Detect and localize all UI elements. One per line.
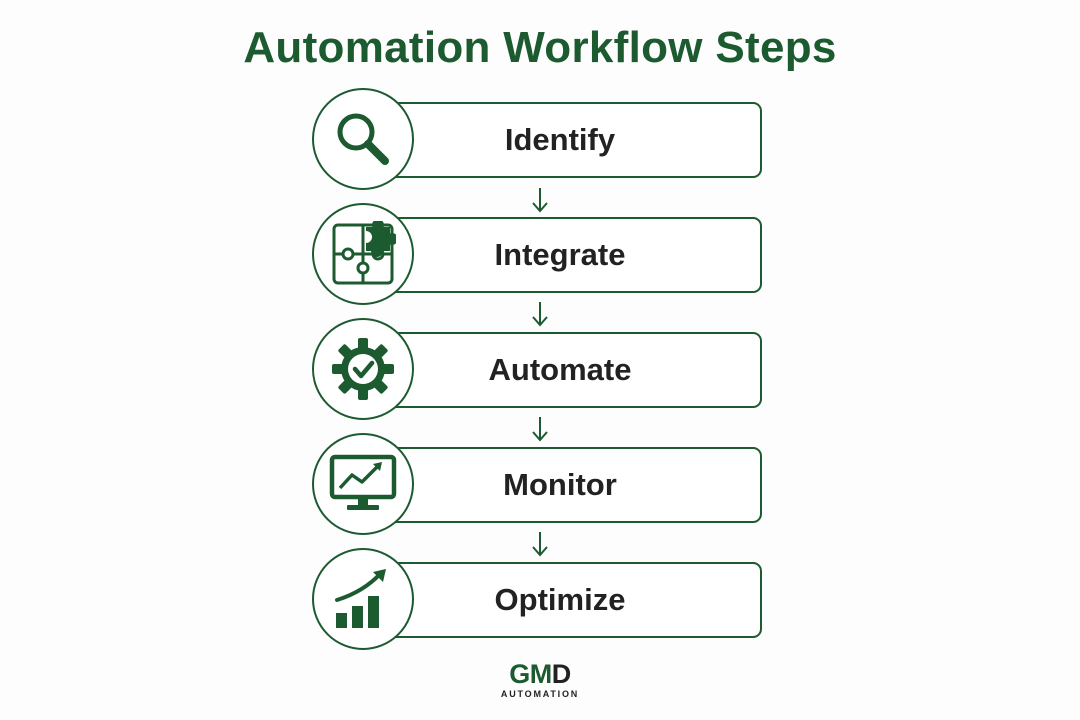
- step-monitor: Monitor: [312, 433, 762, 535]
- puzzle-pieces-icon: [332, 221, 396, 285]
- step-label: Monitor: [503, 467, 617, 502]
- step-box: Optimize: [376, 562, 762, 638]
- logo-mark: GMD: [490, 660, 590, 688]
- step-optimize: Optimize: [312, 548, 762, 650]
- gear-check-icon: [332, 338, 394, 400]
- step-icon-circle: [312, 88, 414, 190]
- step-icon-circle: [312, 433, 414, 535]
- monitor-chart-icon: [329, 454, 397, 510]
- logo-mark-left: GM: [509, 659, 552, 689]
- step-label: Integrate: [494, 237, 626, 272]
- company-logo: GMD AUTOMATION: [490, 660, 590, 700]
- page-title: Automation Workflow Steps: [243, 23, 837, 72]
- step-icon-circle: [312, 203, 414, 305]
- step-label: Identify: [504, 122, 616, 157]
- flow-arrow: [532, 302, 548, 327]
- step-box: Monitor: [376, 447, 762, 523]
- growth-bar-chart-icon: [335, 569, 386, 628]
- step-icon-circle: [312, 548, 414, 650]
- step-identify: Identify: [312, 88, 762, 190]
- step-integrate: Integrate: [312, 203, 762, 305]
- logo-subtitle: AUTOMATION: [500, 689, 580, 699]
- step-box: Identify: [376, 102, 762, 178]
- step-automate: Automate: [312, 318, 762, 420]
- step-icon-circle: [312, 318, 414, 420]
- logo-mark-right: D: [551, 659, 572, 689]
- flow-arrow: [532, 188, 548, 213]
- step-box: Integrate: [376, 217, 762, 293]
- step-box: Automate: [376, 332, 762, 408]
- flow-arrow: [532, 417, 548, 442]
- magnifying-glass-icon: [337, 113, 389, 165]
- step-label: Optimize: [494, 582, 626, 617]
- flow-arrow: [532, 532, 548, 557]
- step-label: Automate: [488, 352, 632, 387]
